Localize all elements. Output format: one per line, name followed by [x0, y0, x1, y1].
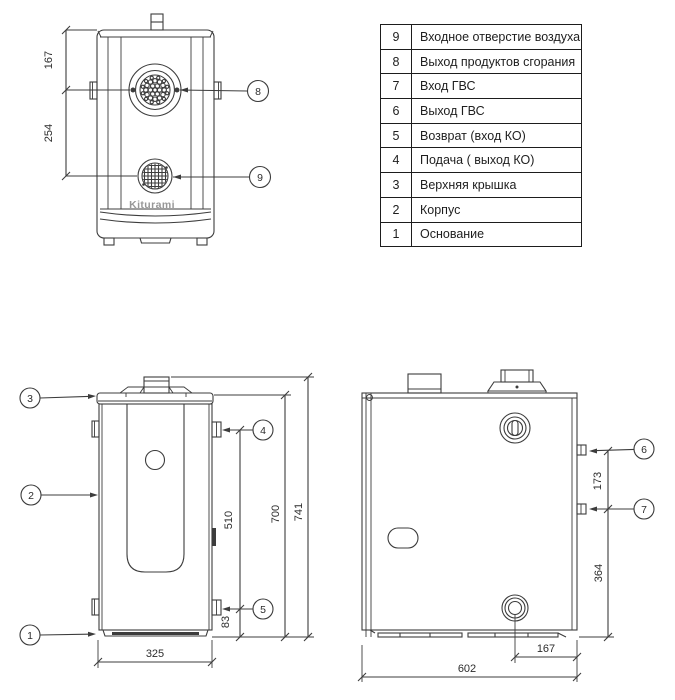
callout-7: 7 [589, 498, 655, 520]
mid-right-tab [212, 528, 216, 546]
table-row: 5 Возврат (вход КО) [380, 122, 583, 149]
brand-logo: Kiturami [129, 199, 175, 211]
air-inlet-opening [137, 158, 173, 194]
legend-item-number: 5 [380, 122, 412, 149]
dim-label-173: 173 [592, 472, 604, 490]
legend-table: 9 Входное отверстие воздуха 8 Выход прод… [380, 24, 583, 248]
callout-1: 1 [19, 624, 96, 646]
top-cover [96, 392, 214, 405]
dim-label-325: 325 [146, 648, 164, 660]
table-row: 7 Вход ГВС [380, 73, 583, 100]
table-row: 2 Корпус [380, 196, 583, 223]
flue-exhaust-outlet [128, 63, 182, 117]
dhw-in-stub [576, 503, 587, 515]
top-view-body-outline [96, 29, 215, 239]
table-row: 9 Входное отверстие воздуха [380, 24, 583, 50]
dhw-out-stub [576, 444, 587, 456]
front-view: 3 2 1 4 [19, 372, 314, 668]
dim-label-254: 254 [43, 124, 55, 142]
front-left-tabs [91, 420, 100, 616]
dim-label-510: 510 [223, 511, 235, 529]
callout-1-number: 1 [27, 630, 33, 642]
legend-item-number: 4 [380, 147, 412, 174]
callout-5-number: 5 [260, 604, 266, 616]
top-stub [150, 13, 164, 31]
side-view: 6 7 173 364 [357, 369, 655, 682]
callout-5: 5 [222, 598, 274, 620]
dim-label-741: 741 [293, 503, 305, 521]
front-door-panel [126, 404, 185, 573]
legend-item-number: 2 [380, 196, 412, 223]
callout-2-number: 2 [28, 490, 34, 502]
boiler-base [102, 629, 209, 637]
callout-3: 3 [19, 387, 96, 409]
return-pipe-stub [211, 599, 222, 616]
dim-label-602: 602 [458, 663, 476, 675]
flue-burst-pattern [140, 75, 170, 105]
supply-pipe-stub [211, 421, 222, 438]
callout-8-number: 8 [255, 86, 261, 98]
dim-label-700: 700 [270, 505, 282, 523]
legend-item-number: 8 [380, 48, 412, 75]
legend-item-label: Выход продуктов сгорания [410, 48, 583, 75]
callout-3-number: 3 [27, 393, 33, 405]
side-flue-stub [486, 369, 548, 393]
legend-item-label: Верхняя крышка [410, 172, 583, 198]
side-oval-opening [387, 527, 419, 549]
table-row: 6 Выход ГВС [380, 98, 583, 124]
top-view-dimensions: 167 254 [43, 25, 137, 181]
callout-8: 8 [179, 79, 270, 103]
legend-item-label: Выход ГВС [410, 98, 583, 124]
front-flue-stub [119, 376, 193, 394]
callout-9-number: 9 [257, 172, 263, 184]
sight-glass [144, 449, 166, 471]
legend-item-label: Входное отверстие воздуха [410, 24, 583, 50]
side-view-dimensions: 173 364 167 602 [357, 446, 614, 682]
legend-item-number: 6 [380, 98, 412, 124]
callout-2: 2 [20, 484, 98, 506]
callout-6: 6 [589, 438, 655, 460]
legend-item-number: 3 [380, 172, 412, 198]
top-view: Kiturami 167 254 [43, 13, 272, 246]
side-air-stub [407, 373, 442, 394]
side-base [369, 629, 567, 638]
dim-label-167-top: 167 [43, 51, 55, 69]
boiler-body [98, 403, 213, 631]
dim-label-364: 364 [593, 564, 605, 582]
legend-item-label: Корпус [410, 196, 583, 223]
legend-item-label: Вход ГВС [410, 73, 583, 100]
top-view-feet [103, 237, 208, 246]
side-body [361, 392, 578, 637]
dim-label-167-side: 167 [537, 643, 555, 655]
legend-item-label: Подача ( выход КО) [410, 147, 583, 174]
table-row: 1 Основание [380, 221, 583, 248]
legend-item-label: Возврат (вход КО) [410, 122, 583, 149]
callout-9: 9 [173, 165, 272, 189]
table-row: 3 Верхняя крышка [380, 172, 583, 198]
callout-4-number: 4 [260, 425, 266, 437]
table-row: 8 Выход продуктов сгорания [380, 48, 583, 75]
front-view-dimensions: 510 83 700 741 325 [93, 372, 314, 668]
upper-fitting [499, 412, 531, 444]
legend-item-number: 1 [380, 221, 412, 248]
table-row: 4 Подача ( выход КО) [380, 147, 583, 174]
callout-7-number: 7 [641, 504, 647, 516]
legend-item-label: Основание [410, 221, 583, 248]
legend-item-number: 9 [380, 24, 412, 50]
top-view-front-bevel [99, 208, 212, 224]
callout-6-number: 6 [641, 444, 647, 456]
callout-4: 4 [222, 419, 274, 441]
dim-label-83: 83 [220, 616, 232, 628]
legend-item-number: 7 [380, 73, 412, 100]
